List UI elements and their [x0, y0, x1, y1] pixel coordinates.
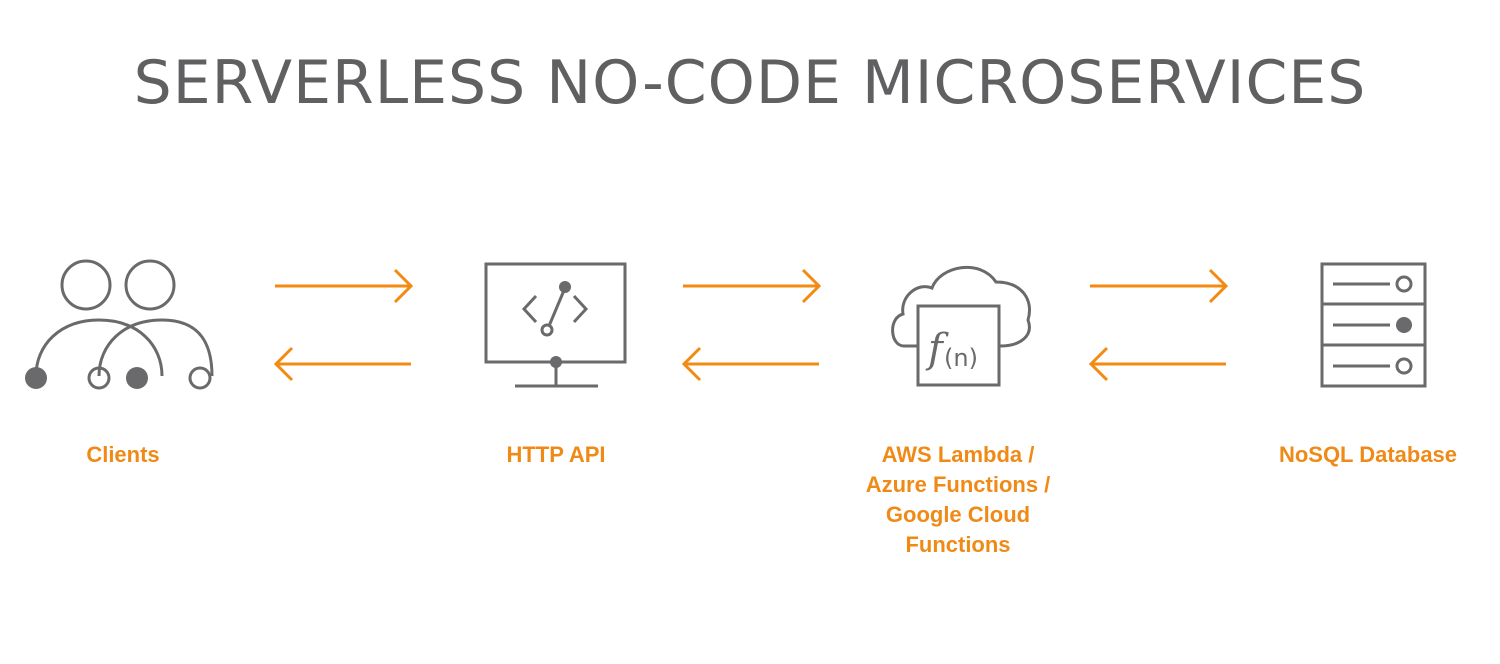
http-api-icon — [484, 262, 627, 388]
label-functions-line-3: Google Cloud — [885, 502, 1031, 527]
database-server-icon — [1320, 262, 1427, 388]
arrow-api-to-functions — [683, 268, 822, 304]
label-clients: Clients — [23, 440, 223, 470]
label-functions: AWS Lambda / Azure Functions / Google Cl… — [838, 440, 1078, 560]
label-functions-line-2: Azure Functions / — [865, 472, 1051, 497]
function-argument: (n) — [944, 344, 978, 372]
label-nosql-database-text: NoSQL Database — [1278, 442, 1458, 467]
label-clients-text: Clients — [86, 442, 160, 467]
arrow-api-to-clients — [273, 346, 411, 382]
cloud-function-icon: f (n) — [891, 265, 1031, 387]
label-functions-line-4: Functions — [905, 532, 1011, 557]
label-functions-line-1: AWS Lambda / — [881, 442, 1035, 467]
diagram-title: SERVERLESS NO-CODE MICROSERVICES — [133, 48, 1367, 118]
label-nosql-database: NoSQL Database — [1258, 440, 1478, 470]
label-http-api: HTTP API — [456, 440, 656, 470]
arrow-clients-to-api — [275, 268, 414, 304]
label-http-api-text: HTTP API — [506, 442, 606, 467]
clients-icon — [25, 259, 214, 390]
arrow-database-to-functions — [1088, 346, 1226, 382]
arrow-functions-to-database — [1090, 268, 1229, 304]
arrow-functions-to-api — [681, 346, 819, 382]
